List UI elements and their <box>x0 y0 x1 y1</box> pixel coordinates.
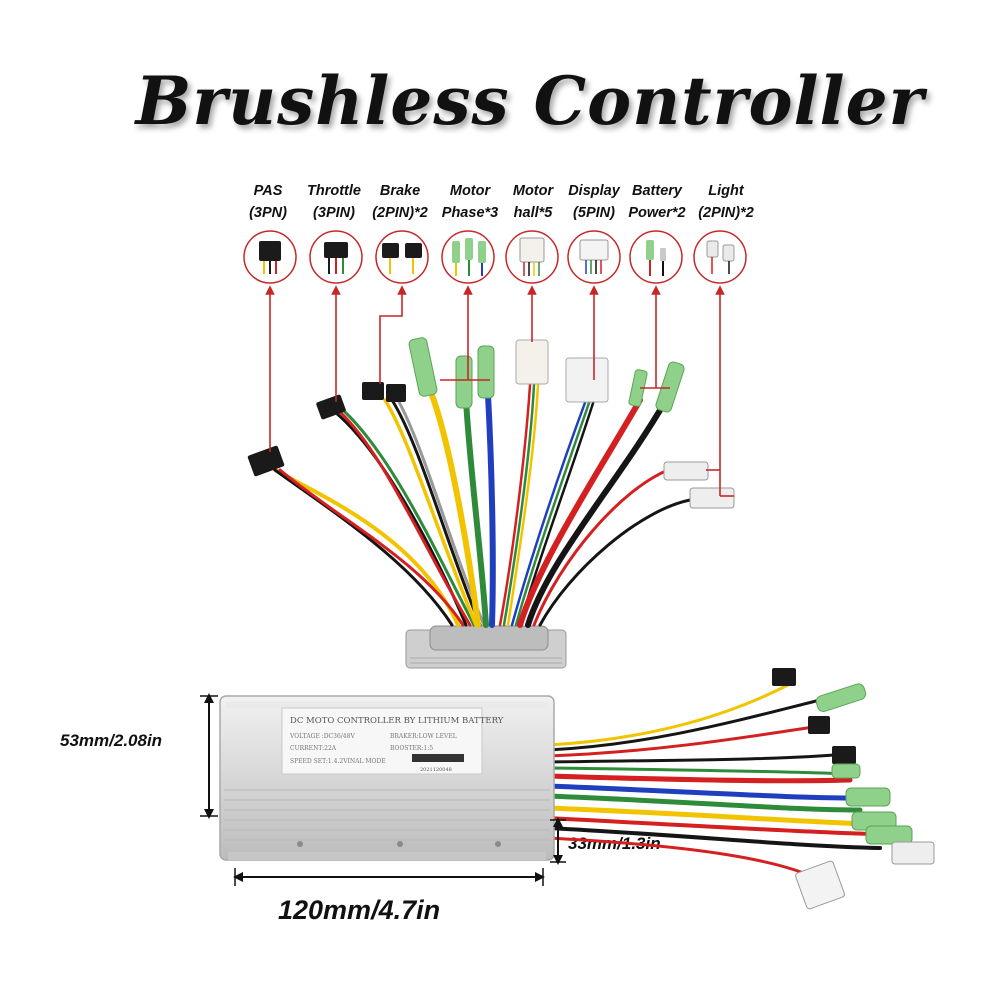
plate-current: CURRENT:22A <box>290 745 337 752</box>
label-light: Light(2PIN)*2 <box>698 183 754 221</box>
controller-box: DC MOTO CONTROLLER BY LITHIUM BATTERY VO… <box>219 668 935 910</box>
throttle-connector-icon <box>309 230 363 284</box>
motor-phase-connector-icon <box>441 230 495 284</box>
battery-connector-icon <box>629 230 683 284</box>
label-pas: PAS(3PN) <box>249 183 287 221</box>
dimension-height: 53mm/2.08in <box>60 731 163 750</box>
brake-connector-icon <box>375 230 429 284</box>
plate-brake: BRAKER:LOW LEVEL <box>390 733 457 740</box>
plate-booster: BOOSTER:1:5 <box>390 745 433 752</box>
label-brake: Brake(2PIN)*2 <box>372 183 428 221</box>
light-connector-icon <box>693 230 747 284</box>
plate-voltage: VOLTAGE :DC36/48V <box>289 733 355 740</box>
label-display: Display(5PIN) <box>568 183 620 221</box>
display-connector-icon <box>567 230 621 284</box>
dimension-length: 120mm/4.7in <box>278 895 441 925</box>
upper-harness <box>247 285 735 669</box>
plate-speed: SPEED SET:1.4.2VINAL MODE <box>290 758 386 765</box>
dimension-lines <box>200 693 566 886</box>
motor-hall-connector-icon <box>505 230 559 284</box>
label-throttle: Throttle(3PIN) <box>307 183 361 221</box>
barcode <box>412 754 464 762</box>
pas-connector-icon <box>243 230 297 284</box>
plate-serial: 2021120048 <box>420 767 452 773</box>
page-title: Brushless Controller <box>135 62 925 140</box>
plate-heading: DC MOTO CONTROLLER BY LITHIUM BATTERY <box>290 716 504 726</box>
spec-label: DC MOTO CONTROLLER BY LITHIUM BATTERY VO… <box>281 707 504 775</box>
connector-circles <box>243 230 747 284</box>
